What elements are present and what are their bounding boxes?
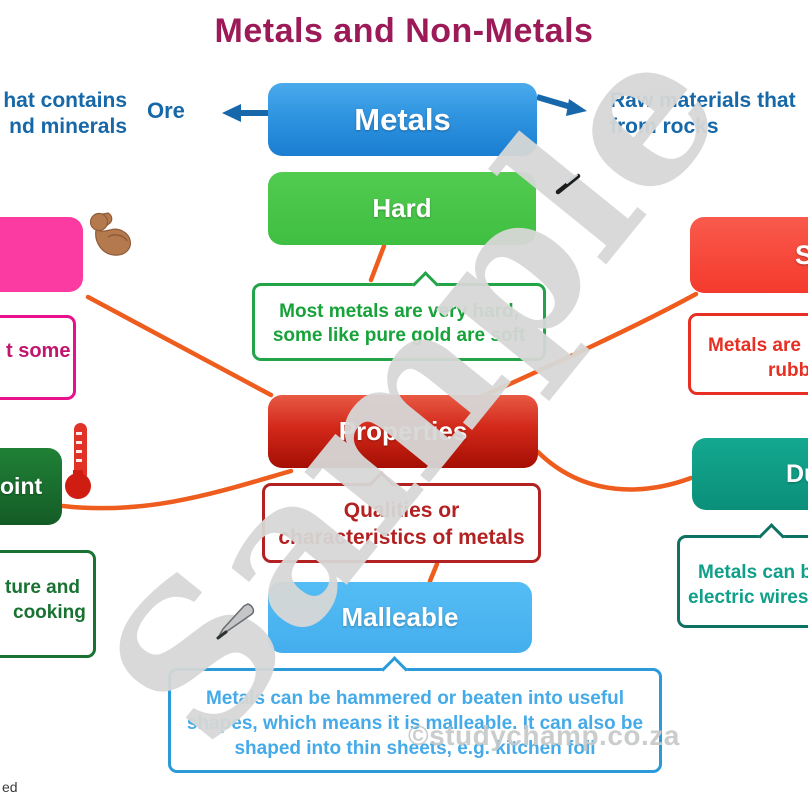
node-hard: Hard <box>268 172 536 245</box>
node-properties: Properties <box>268 395 538 468</box>
line-properties-to-ductile <box>535 449 694 492</box>
ore-definition-right-line1: Raw materials that <box>610 89 796 112</box>
node-melting-point: oint <box>0 448 62 525</box>
note-melting-line2: cooking <box>13 602 86 623</box>
thermometer-icon <box>60 420 96 505</box>
line-properties-to-malleable <box>427 561 440 584</box>
note-ductile-line1: Metals can b <box>698 562 808 583</box>
note-malleable-line2: shapes, which means it is malleable. It … <box>186 713 644 734</box>
line-melting-to-properties <box>60 468 294 511</box>
ore-definition-left-line1: hat contains <box>3 89 127 112</box>
note-properties: Qualities or characteristics of metals <box>262 483 541 563</box>
note-properties-line2: characteristics of metals <box>278 526 525 549</box>
node-metals: Metals <box>268 83 537 156</box>
line-sbox-to-properties <box>478 291 699 400</box>
ore-definition-right: Raw materials that from rocks <box>610 88 808 140</box>
line-hard-to-note <box>368 243 387 283</box>
ore-definition-left: hat contains nd minerals <box>0 88 127 140</box>
page-title: Metals and Non-Metals <box>214 12 594 50</box>
note-hard: Most metals are very hard, some like pur… <box>252 283 546 361</box>
note-s-line2: rubb <box>768 360 808 381</box>
line-strong-to-properties <box>85 294 274 398</box>
note-strong-line1: t some <box>6 340 71 362</box>
note-malleable: Metals can be hammered or beaten into us… <box>168 668 662 773</box>
note-hard-line1: Most metals are very hard, <box>279 301 519 322</box>
needle-icon <box>214 600 259 647</box>
note-hard-line2: some like pure gold are soft <box>272 325 526 346</box>
ore-arrow-right <box>536 94 587 116</box>
node-ductile: Du <box>692 438 808 510</box>
note-strong: t some <box>0 315 76 400</box>
node-strong <box>0 217 83 292</box>
note-malleable-line3: shaped into thin sheets, e.g. kitchen fo… <box>234 738 596 759</box>
ore-label: Ore <box>147 98 185 123</box>
pick-tip-icon <box>552 172 582 203</box>
corner-text-fragment: ed <box>2 779 18 795</box>
node-s: S <box>690 217 808 293</box>
note-ductile-line2: electric wires <box>688 587 808 608</box>
note-melting-line1: ture and <box>5 577 80 598</box>
note-s: Metals are rubb <box>688 313 808 395</box>
note-ductile: Metals can b electric wires <box>677 535 808 628</box>
ore-arrow-left <box>222 104 268 122</box>
note-malleable-line1: Metals can be hammered or beaten into us… <box>205 688 625 709</box>
flexed-biceps-icon <box>88 212 134 267</box>
note-s-line1: Metals are <box>708 335 801 356</box>
ore-definition-right-line2: from rocks <box>610 115 719 138</box>
note-properties-line1: Qualities or <box>343 499 460 522</box>
ore-definition-left-line2: nd minerals <box>9 115 127 138</box>
note-melting: ture and cooking <box>0 550 96 658</box>
node-malleable: Malleable <box>268 582 532 653</box>
